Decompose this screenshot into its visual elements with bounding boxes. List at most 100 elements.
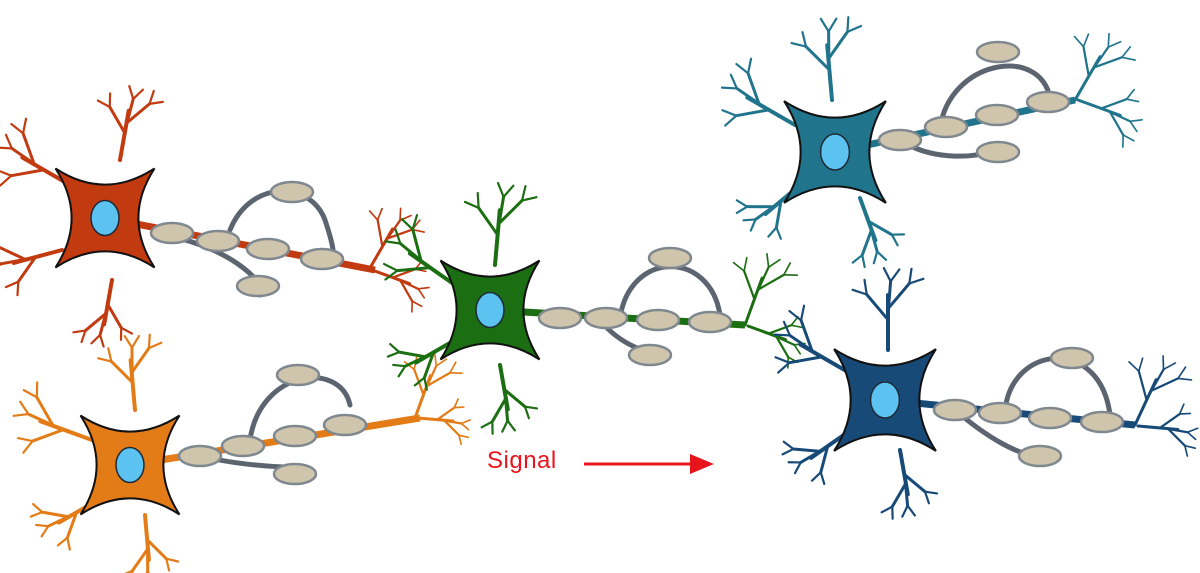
navy-neuron-dendrite-branch <box>787 461 802 464</box>
teal-neuron-dendrite-branch <box>735 62 750 75</box>
orange-neuron-dendrite-branch <box>145 538 168 561</box>
red-neuron-dendrite-branch <box>90 333 102 345</box>
green-neuron-dendrite-branch <box>497 199 524 226</box>
green-neuron-dendrite-branch <box>397 350 428 359</box>
green-neuron-nucleus <box>475 291 505 329</box>
navy-neuron-axon-terminal-branch <box>1162 362 1177 371</box>
orange-neuron-myelin-segment <box>275 363 321 387</box>
orange-neuron-dendrite-branch <box>107 347 113 363</box>
navy-neuron-axon-terminal-branch <box>1184 444 1189 457</box>
navy-neuron-dendrite-branch <box>891 505 894 520</box>
orange-neuron-myelin-segment <box>272 424 318 448</box>
red-neuron-axon-terminal-branch <box>383 219 402 244</box>
orange-neuron-axon-terminal-branch <box>453 406 465 409</box>
navy-neuron-axon-terminal-branch <box>1177 377 1193 381</box>
navy-neuron-dendrite-branch <box>810 471 822 482</box>
navy-neuron-myelin-segment <box>1017 444 1063 468</box>
green-neuron-dendrite-branch <box>477 206 500 237</box>
navy-neuron <box>773 267 1199 520</box>
navy-neuron-dendrite-branch <box>902 472 927 494</box>
teal-neuron-dendrite <box>720 57 797 127</box>
navy-neuron-dendrite-branch <box>882 267 892 283</box>
red-neuron-myelin-segment <box>245 237 291 261</box>
green-neuron-dendrite-branch <box>384 240 402 245</box>
orange-neuron-dendrite <box>97 333 163 412</box>
green-neuron-dendrite-branch <box>395 266 432 273</box>
red-neuron-dendrite-branch <box>4 280 20 289</box>
red-neuron-axon-terminal-branch <box>399 279 414 303</box>
green-neuron-axon-terminal-branch <box>767 258 781 269</box>
red-neuron-dendrite-branch <box>108 105 127 135</box>
teal-neuron-dendrite-branch <box>734 108 771 118</box>
teal-neuron-dendrite-branch <box>746 57 753 75</box>
navy-neuron-myelin-segment <box>977 401 1023 425</box>
teal-neuron-axon-terminal <box>1073 32 1136 102</box>
green-neuron-dendrite-branch <box>413 376 426 387</box>
teal-neuron-dendrite-branch <box>729 73 738 90</box>
navy-neuron-axon-terminal-branch <box>1177 366 1187 380</box>
red-neuron-myelin-segment <box>195 229 241 253</box>
red-neuron-myelin-segment <box>149 221 195 245</box>
orange-neuron-axon-terminal-branch <box>436 406 456 421</box>
navy-neuron-axon-terminal-branch <box>1162 355 1165 371</box>
green-neuron-dendrite-branch <box>523 405 530 420</box>
green-neuron-axon-terminal-branch <box>742 269 756 301</box>
signal-label: Signal <box>487 447 557 474</box>
orange-neuron-dendrite-branch <box>32 502 44 514</box>
navy-neuron-dendrite-branch <box>819 444 830 474</box>
green-neuron-sheath-loop <box>617 264 723 321</box>
orange-neuron-dendrite-branch <box>66 536 71 551</box>
navy-neuron-axon-terminal-branch <box>1128 361 1140 372</box>
red-neuron-axon-terminal-branch <box>368 210 379 221</box>
red-neuron-dendrite-branch <box>0 245 28 262</box>
orange-neuron-dendrite-branch <box>16 436 34 443</box>
navy-neuron-axon-terminal-branch <box>1178 403 1185 415</box>
teal-neuron-dendrite-branch <box>720 86 738 90</box>
red-neuron-dendrite-branch <box>4 133 13 150</box>
neurons-layer <box>0 15 1199 573</box>
red-neuron-dendrite-branch <box>148 100 164 105</box>
navy-neuron-dendrite-branch <box>788 309 803 322</box>
navy-neuron-axon-terminal <box>1136 403 1199 457</box>
green-neuron-dendrite-branch <box>423 376 428 391</box>
navy-neuron-nucleus <box>869 381 901 419</box>
navy-neuron-axon-terminal-branch <box>1178 412 1192 415</box>
green-neuron-dendrite-branch <box>397 365 407 378</box>
red-neuron-myelin-segment <box>299 247 345 271</box>
teal-neuron-axon-terminal-branch <box>1090 46 1110 73</box>
red-neuron-axon-terminal-branch <box>417 286 430 290</box>
red-neuron-axon-terminal-branch <box>399 207 402 222</box>
green-neuron-axon-terminal-branch <box>754 266 770 296</box>
orange-neuron-dendrite-branch <box>22 439 34 454</box>
navy-neuron-dendrite-branch <box>851 288 868 296</box>
green-neuron-dendrite-branch <box>520 185 527 202</box>
green-neuron-dendrite-branch <box>496 181 505 198</box>
orange-neuron-dendrite-branch <box>35 523 50 528</box>
teal-neuron-axon-terminal-branch <box>1121 134 1124 148</box>
green-neuron-dendrite-branch <box>411 227 423 263</box>
teal-neuron-dendrite-branch <box>749 218 757 232</box>
teal-neuron <box>720 15 1143 269</box>
orange-neuron-myelin-segment <box>322 413 368 437</box>
teal-neuron-dendrite-branch <box>767 226 778 238</box>
navy-neuron-axon-terminal-branch <box>1186 427 1199 434</box>
red-neuron-dendrite-branch <box>119 326 123 341</box>
navy-neuron-dendrite-branch <box>799 304 806 322</box>
orange-neuron-axon-terminal-branch <box>435 358 448 367</box>
teal-neuron-axon-terminal-branch <box>1073 35 1085 48</box>
teal-neuron-axon-terminal-branch <box>1125 98 1140 103</box>
green-neuron-dendrite-branch <box>502 184 515 198</box>
orange-neuron-dendrite-branch <box>120 569 134 573</box>
orange-neuron-dendrite-branch <box>65 510 79 540</box>
red-neuron-axon-terminal-branch <box>417 288 426 299</box>
green-neuron-dendrite-branch <box>394 228 402 245</box>
orange-neuron-dendrite-branch <box>130 334 141 349</box>
navy-neuron-dendrite-branch <box>787 355 824 365</box>
green-neuron-dendrite-branch <box>520 196 538 202</box>
teal-neuron-dendrite-branch <box>890 233 906 236</box>
red-neuron-axon-terminal <box>370 260 430 313</box>
red-neuron-nucleus <box>90 199 120 237</box>
red-neuron-dendrite-branch <box>9 168 46 178</box>
navy-neuron-axon-terminal-branch <box>1186 431 1197 441</box>
red-neuron-dendrite-branch <box>21 131 36 166</box>
